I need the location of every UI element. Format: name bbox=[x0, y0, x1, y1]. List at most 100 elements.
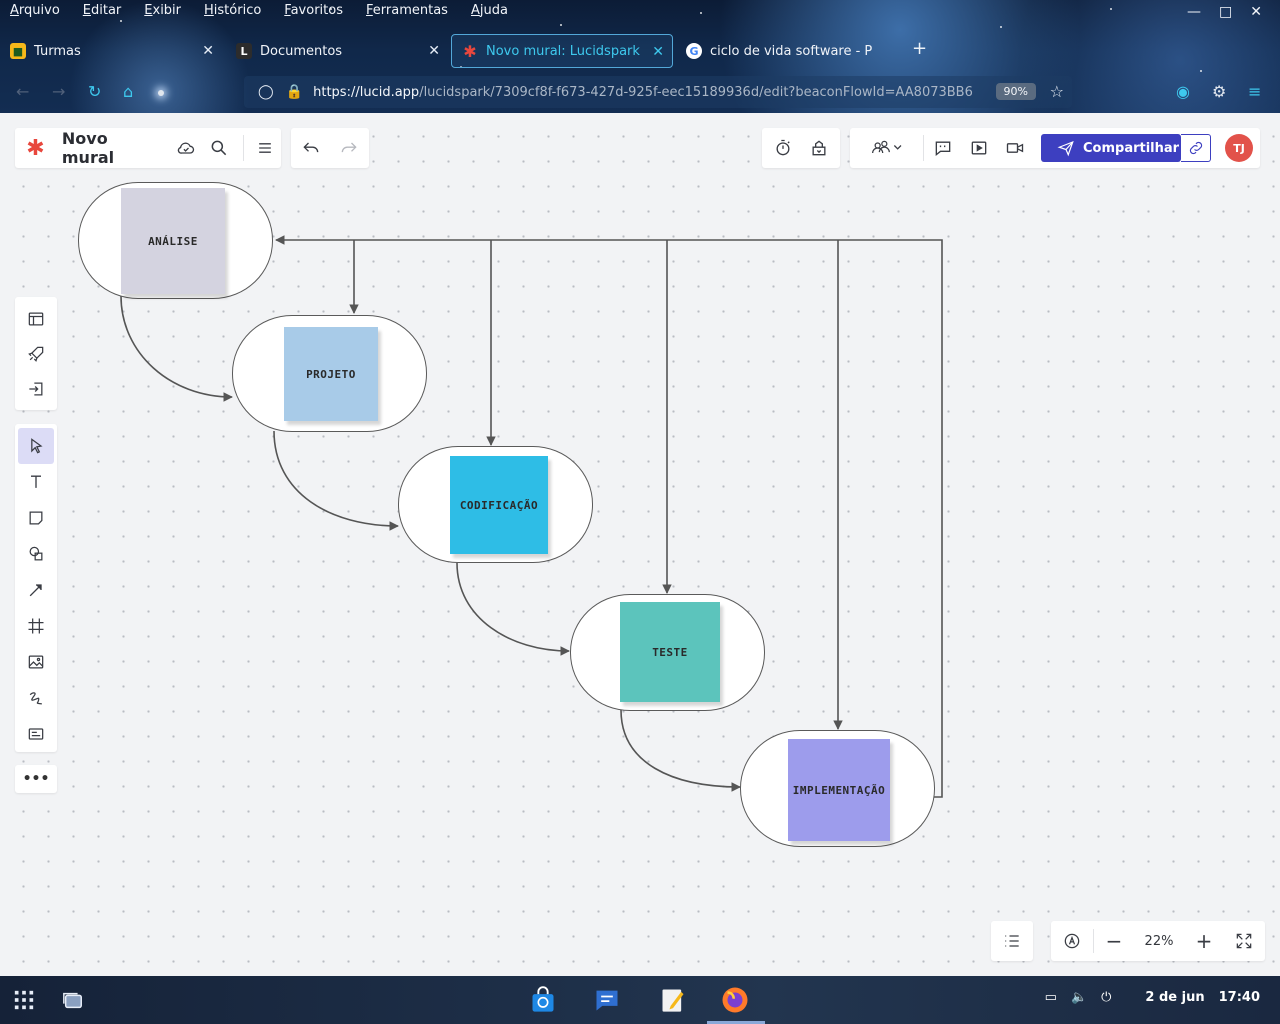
fullscreen-icon[interactable] bbox=[1224, 923, 1264, 959]
lucidspark-icon: ✱ bbox=[463, 41, 477, 61]
present-icon[interactable] bbox=[961, 130, 997, 166]
zoom-out-icon[interactable]: − bbox=[1105, 929, 1123, 953]
redo-icon[interactable] bbox=[331, 130, 367, 166]
accessibility-icon[interactable] bbox=[1051, 923, 1093, 959]
firefox-icon[interactable] bbox=[720, 986, 750, 1014]
more-tools-icon[interactable]: ••• bbox=[15, 765, 57, 793]
sticky-note-tool-icon[interactable] bbox=[18, 500, 54, 536]
share-label: Compartilhar bbox=[1083, 140, 1180, 156]
outline-list-icon[interactable] bbox=[991, 921, 1033, 961]
divider bbox=[923, 135, 924, 161]
forward-icon[interactable]: → bbox=[52, 82, 66, 101]
clock[interactable]: 17:40 bbox=[1218, 990, 1260, 1005]
app-grid-icon[interactable] bbox=[9, 986, 39, 1014]
store-icon[interactable] bbox=[528, 986, 558, 1014]
sticky-teste[interactable]: TESTE bbox=[620, 602, 720, 702]
user-avatar[interactable]: TJ bbox=[1225, 134, 1253, 162]
rocket-icon[interactable] bbox=[18, 336, 54, 371]
table-tool-icon[interactable] bbox=[18, 716, 54, 752]
document-title[interactable]: Novo mural bbox=[61, 129, 115, 167]
comments-icon[interactable] bbox=[925, 130, 961, 166]
close-tab-icon[interactable]: ✕ bbox=[652, 44, 664, 60]
browser-chrome: Arquivo Editar Exibir Histórico Favorito… bbox=[0, 0, 1280, 113]
menu-favoritos[interactable]: Favoritos bbox=[284, 3, 343, 18]
tab-label: ciclo de vida software - P bbox=[710, 43, 873, 59]
messages-icon[interactable] bbox=[592, 986, 622, 1014]
url-text[interactable]: https://lucid.app/lucidspark/7309cf8f-f6… bbox=[313, 85, 993, 100]
timer-panel bbox=[762, 128, 840, 168]
tab-novo-mural[interactable]: ✱ Novo mural: Lucidspark ✕ bbox=[451, 34, 673, 68]
close-tab-icon[interactable]: ✕ bbox=[428, 43, 440, 59]
home-icon[interactable]: ⌂ bbox=[123, 82, 134, 101]
tab-label: Turmas bbox=[34, 43, 81, 59]
zoom-in-icon[interactable]: + bbox=[1195, 929, 1213, 953]
url-bar[interactable]: ◯ 🔒 https://lucid.app/lucidspark/7309cf8… bbox=[244, 76, 1072, 108]
image-tool-icon[interactable] bbox=[18, 644, 54, 680]
pocket-icon[interactable]: ◉ bbox=[1176, 82, 1190, 101]
lucidspark-logo-icon[interactable]: ✱ bbox=[26, 135, 45, 161]
zoom-controls: − 22% + bbox=[1051, 921, 1265, 961]
zoom-level[interactable]: 22% bbox=[1144, 933, 1174, 949]
menu-ferramentas[interactable]: Ferramentas bbox=[366, 3, 448, 18]
sticky-analise[interactable]: ANÁLISE bbox=[121, 188, 225, 294]
navigation-bar: ← → ↻ ⌂ ◯ 🔒 https://lucid.app/lucidspark… bbox=[0, 74, 1280, 110]
select-tool-icon[interactable] bbox=[18, 428, 54, 464]
zoom-badge[interactable]: 90% bbox=[995, 83, 1036, 100]
timer-icon[interactable] bbox=[765, 130, 801, 166]
extension-gear-icon[interactable]: ⚙ bbox=[1212, 82, 1227, 101]
screen-icon[interactable]: ▭ bbox=[1044, 990, 1057, 1005]
menu-historico[interactable]: Histórico bbox=[204, 3, 262, 18]
link-icon bbox=[1189, 141, 1202, 155]
freehand-tool-icon[interactable] bbox=[18, 680, 54, 716]
collaborators-icon[interactable] bbox=[858, 130, 914, 166]
frame-tool-icon[interactable] bbox=[18, 608, 54, 644]
maximize-icon[interactable]: □ bbox=[1219, 4, 1233, 20]
close-window-icon[interactable]: ✕ bbox=[1250, 4, 1262, 20]
notes-icon[interactable] bbox=[658, 986, 688, 1014]
tab-ciclo-de-vida[interactable]: G ciclo de vida software - P bbox=[676, 34, 898, 68]
video-call-icon[interactable] bbox=[997, 130, 1033, 166]
hamburger-menu-icon[interactable]: ≡ bbox=[1248, 82, 1262, 101]
classroom-icon: ■ bbox=[10, 43, 26, 59]
close-tab-icon[interactable]: ✕ bbox=[202, 43, 214, 59]
tab-label: Novo mural: Lucidspark bbox=[486, 43, 640, 59]
menu-ajuda[interactable]: Ajuda bbox=[470, 3, 508, 18]
google-icon: G bbox=[686, 43, 702, 59]
power-icon[interactable]: ⏻ bbox=[1101, 990, 1112, 1005]
share-button[interactable]: Compartilhar bbox=[1041, 134, 1181, 162]
menu-exibir[interactable]: Exibir bbox=[144, 3, 182, 18]
window-controls: — □ ✕ bbox=[1187, 4, 1262, 20]
templates-icon[interactable] bbox=[18, 301, 54, 336]
curve-analise-projeto bbox=[120, 295, 233, 402]
new-tab-icon[interactable]: + bbox=[912, 38, 928, 59]
date[interactable]: 2 de jun bbox=[1145, 990, 1205, 1005]
cloud-saved-icon[interactable] bbox=[171, 130, 202, 166]
volume-icon[interactable]: 🔈 bbox=[1070, 990, 1088, 1005]
shield-icon[interactable]: ◯ bbox=[258, 84, 274, 100]
hamburger-menu-icon[interactable] bbox=[250, 130, 281, 166]
sticky-implementacao[interactable]: IMPLEMENTAÇÃO bbox=[788, 739, 890, 841]
windows-overview-icon[interactable] bbox=[58, 986, 88, 1014]
divider bbox=[1093, 929, 1094, 953]
lucidspark-canvas[interactable]: ANÁLISE PROJETO CODIFICAÇÃO TESTE IMPLEM… bbox=[0, 113, 1280, 976]
bookmark-star-icon[interactable]: ☆ bbox=[1049, 82, 1064, 101]
undo-icon[interactable] bbox=[291, 130, 331, 166]
tab-documentos[interactable]: L Documentos ✕ bbox=[226, 34, 448, 68]
import-icon[interactable] bbox=[18, 371, 54, 406]
lock-icon[interactable]: 🔒 bbox=[285, 84, 304, 100]
search-icon[interactable] bbox=[202, 130, 237, 166]
shapes-tool-icon[interactable] bbox=[18, 536, 54, 572]
voting-icon[interactable] bbox=[801, 130, 837, 166]
title-panel: ✱ Novo mural bbox=[15, 128, 281, 168]
sticky-projeto[interactable]: PROJETO bbox=[284, 327, 378, 421]
text-tool-icon[interactable] bbox=[18, 464, 54, 500]
menu-arquivo[interactable]: Arquivo bbox=[10, 3, 60, 18]
reload-icon[interactable]: ↻ bbox=[88, 82, 102, 101]
line-tool-icon[interactable] bbox=[18, 572, 54, 608]
minimize-icon[interactable]: — bbox=[1187, 4, 1202, 20]
sticky-codificacao[interactable]: CODIFICAÇÃO bbox=[450, 456, 548, 554]
copy-link-button[interactable] bbox=[1181, 134, 1211, 162]
menu-editar[interactable]: Editar bbox=[82, 3, 122, 18]
back-icon[interactable]: ← bbox=[16, 82, 30, 101]
tab-turmas[interactable]: ■ Turmas ✕ bbox=[0, 34, 222, 68]
